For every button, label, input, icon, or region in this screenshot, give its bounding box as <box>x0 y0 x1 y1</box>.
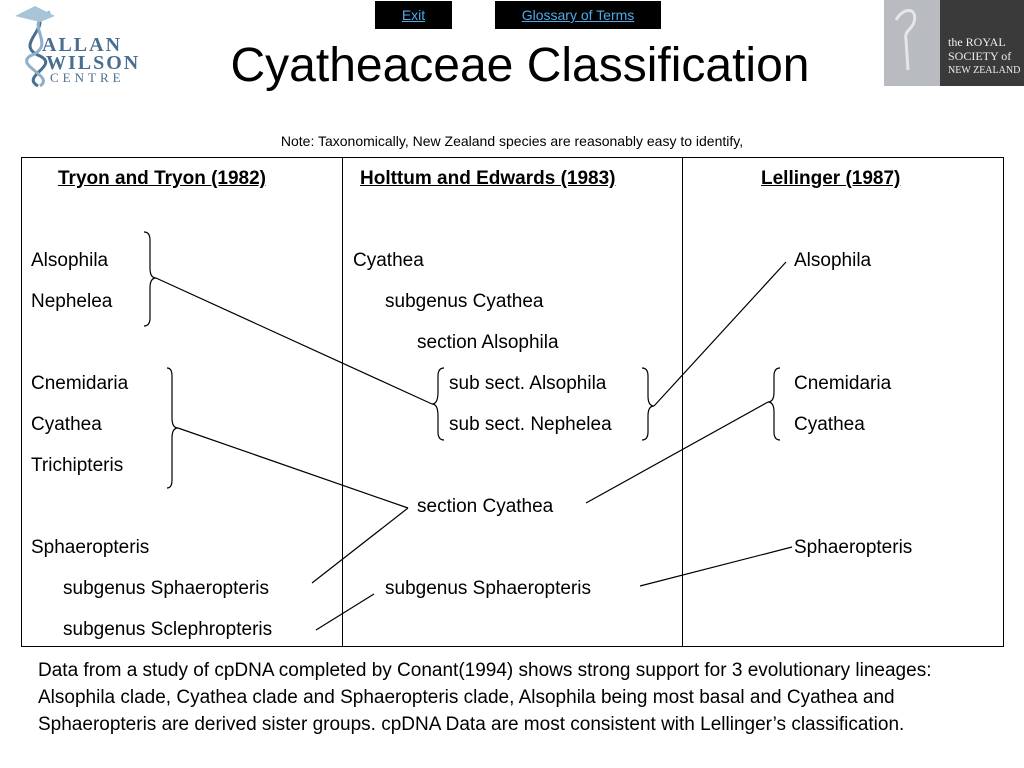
lellinger-alsophila: Alsophila <box>794 250 872 271</box>
tryon-trichipteris: Trichipteris <box>31 455 124 476</box>
dna-helix-icon <box>15 6 55 88</box>
royal-society-line1: the ROYAL <box>948 35 1006 49</box>
holttum-section-cyathea: section Cyathea <box>417 496 554 517</box>
royal-society-logo: the ROYAL SOCIETY of NEW ZEALAND <box>884 0 1024 86</box>
lellinger-cnemidaria: Cnemidaria <box>794 373 892 394</box>
holttum-subsect-nephelea: sub sect. Nephelea <box>449 414 612 435</box>
tryon-alsophila: Alsophila <box>31 250 109 271</box>
header-tryon: Tryon and Tryon (1982) <box>58 168 266 189</box>
logo-word-centre: CENTRE <box>50 70 125 85</box>
taxonomy-note: Note: Taxonomically, New Zealand species… <box>280 133 744 149</box>
tryon-subgenus-sclephropteris: subgenus Sclephropteris <box>63 619 273 640</box>
glossary-button[interactable]: Glossary of Terms <box>495 1 661 29</box>
tryon-cnemidaria: Cnemidaria <box>31 373 129 394</box>
column-divider <box>342 158 343 646</box>
allan-wilson-centre-logo: ALLAN WILSON CENTRE <box>10 4 160 88</box>
lellinger-sphaeropteris: Sphaeropteris <box>794 537 913 558</box>
holttum-subgenus-sphaeropteris: subgenus Sphaeropteris <box>385 578 591 599</box>
tryon-subgenus-sphaeropteris: subgenus Sphaeropteris <box>63 578 269 599</box>
tryon-sphaeropteris: Sphaeropteris <box>31 537 150 558</box>
fern-frond-icon <box>894 9 917 71</box>
header-holttum: Holttum and Edwards (1983) <box>360 168 616 189</box>
holttum-section-alsophila: section Alsophila <box>417 332 559 353</box>
column-divider <box>682 158 683 646</box>
holttum-cyathea: Cyathea <box>353 250 424 271</box>
logo-word-wilson: WILSON <box>46 52 141 74</box>
holttum-subgenus-cyathea: subgenus Cyathea <box>385 291 544 312</box>
page-title: Cyatheaceae Classification <box>230 39 810 92</box>
tryon-cyathea: Cyathea <box>31 414 102 435</box>
header-lellinger: Lellinger (1987) <box>761 168 901 189</box>
royal-society-line3: NEW ZEALAND <box>948 65 1021 76</box>
lellinger-cyathea: Cyathea <box>794 414 865 435</box>
classification-table: Tryon and Tryon (1982) Holttum and Edwar… <box>21 157 1004 647</box>
logo-word-allan: ALLAN <box>42 34 123 56</box>
royal-society-line2: SOCIETY of <box>948 49 1012 63</box>
tryon-nephelea: Nephelea <box>31 291 113 312</box>
holttum-subsect-alsophila: sub sect. Alsophila <box>449 373 607 394</box>
summary-paragraph: Data from a study of cpDNA completed by … <box>38 660 932 735</box>
exit-button[interactable]: Exit <box>375 1 452 29</box>
